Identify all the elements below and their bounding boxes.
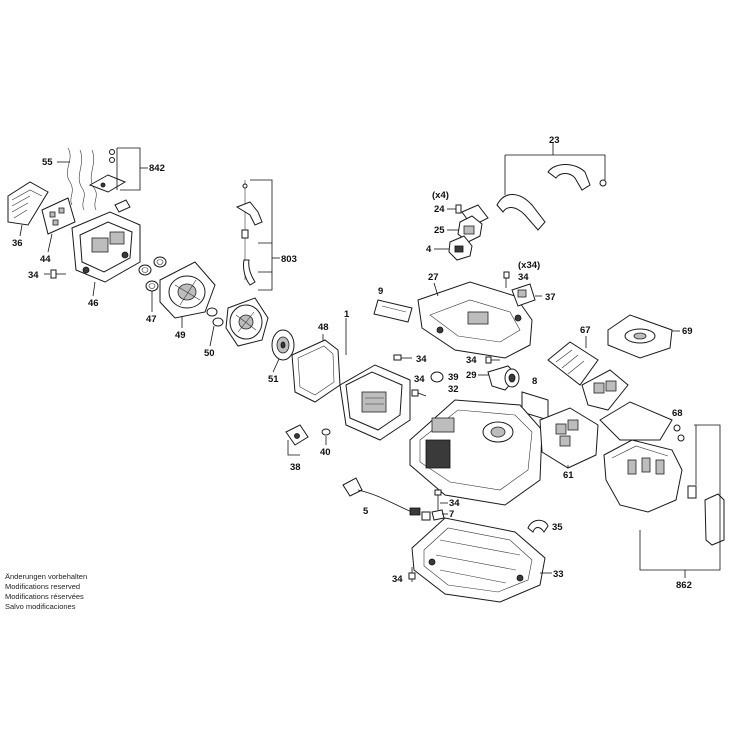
hose-connector-part (487, 365, 520, 391)
label-34: 34 (449, 498, 460, 509)
label-39: 39 (448, 372, 459, 383)
label-44: 44 (40, 254, 51, 265)
label-34: 34 (416, 354, 427, 365)
label-47: 47 (146, 314, 157, 325)
label-7: 7 (449, 509, 454, 520)
main-filter-part (539, 407, 599, 469)
switch-assembly-part (235, 179, 280, 291)
label-34: 34 (414, 374, 425, 385)
label-50: 50 (204, 348, 215, 359)
label-862: 862 (676, 580, 692, 591)
clip-part (687, 485, 725, 546)
label-61: 61 (563, 470, 574, 481)
screw-part (393, 354, 412, 361)
screw-part (411, 389, 427, 397)
screw-part (408, 567, 416, 582)
pleated-filter-part (547, 341, 599, 386)
main-body-part (409, 399, 543, 506)
latch-part (511, 283, 536, 307)
screw-part (503, 271, 510, 288)
label-23: 23 (549, 135, 560, 146)
screw-part (485, 356, 500, 364)
knob-part (430, 371, 444, 383)
label-842: 842 (149, 163, 165, 174)
label-5: 5 (363, 506, 369, 517)
base-plate-part (411, 517, 546, 603)
label-46: 46 (88, 298, 99, 309)
filter-strip-part (373, 299, 413, 323)
label-40: 40 (320, 447, 331, 458)
washer-part (321, 428, 331, 436)
fan-housing-part (159, 261, 216, 319)
note-line-de: Änderungen vorbehalten (5, 572, 87, 581)
label-24: 24 (434, 204, 445, 215)
caster-part (448, 235, 473, 261)
handle-assembly-part (496, 143, 607, 231)
filter-frame-part (581, 369, 629, 411)
screw-part (44, 269, 66, 279)
fan-motor-part (225, 297, 269, 347)
note-line-fr: Modifications réservées (5, 592, 84, 601)
label-29: 29 (466, 370, 477, 381)
filter-lid-part (607, 314, 673, 359)
power-cable-part (342, 477, 431, 521)
label-55: 55 (42, 157, 53, 168)
grille-part (41, 197, 76, 235)
washer-part (206, 307, 224, 327)
label-37: 37 (545, 292, 556, 303)
label-1: 1 (344, 309, 350, 320)
label-49: 49 (175, 330, 186, 341)
label-32: 32 (448, 384, 459, 395)
label-9: 9 (378, 286, 383, 297)
label-27: 27 (428, 272, 439, 283)
label-48: 48 (318, 322, 329, 333)
top-cover-part (417, 281, 533, 359)
motor-block-part (339, 318, 411, 441)
label-25: 25 (434, 225, 445, 236)
carbon-brush-wires (66, 147, 97, 211)
filter-cover-part (7, 181, 49, 226)
label-38: 38 (290, 462, 301, 473)
clamp-part (431, 509, 445, 521)
screw-part (434, 489, 442, 510)
label-69: 69 (682, 326, 693, 337)
label-35: 35 (552, 522, 563, 533)
note-line-es: Salvo modificaciones (5, 602, 76, 611)
filter-ring-part (599, 401, 673, 441)
label-34: 34 (28, 270, 39, 281)
label-4: 4 (426, 244, 432, 255)
label-34: 34 (466, 355, 477, 366)
label-68: 68 (672, 408, 683, 419)
label-67: 67 (580, 325, 591, 336)
screw-part (673, 424, 685, 442)
note-line-en: Modifications reserved (5, 582, 80, 591)
impeller-disc-part (271, 329, 295, 361)
dust-container-part (603, 439, 683, 513)
label-51: 51 (268, 374, 279, 385)
switch-knob-part (285, 424, 309, 446)
screw-bracket-part (88, 147, 148, 213)
hook-part (527, 519, 549, 533)
label-34: 34 (392, 574, 403, 585)
label-8: 8 (532, 376, 537, 387)
label-x4: (x4) (432, 190, 449, 201)
bearing-part (138, 256, 167, 292)
label-x34: (x34) (518, 260, 540, 271)
label-34: 34 (518, 272, 529, 283)
motor-housing-part (71, 211, 141, 283)
gasket-part (291, 339, 341, 403)
label-803: 803 (281, 254, 297, 265)
screw-part (447, 204, 462, 214)
label-36: 36 (12, 238, 23, 249)
label-33: 33 (553, 569, 564, 580)
